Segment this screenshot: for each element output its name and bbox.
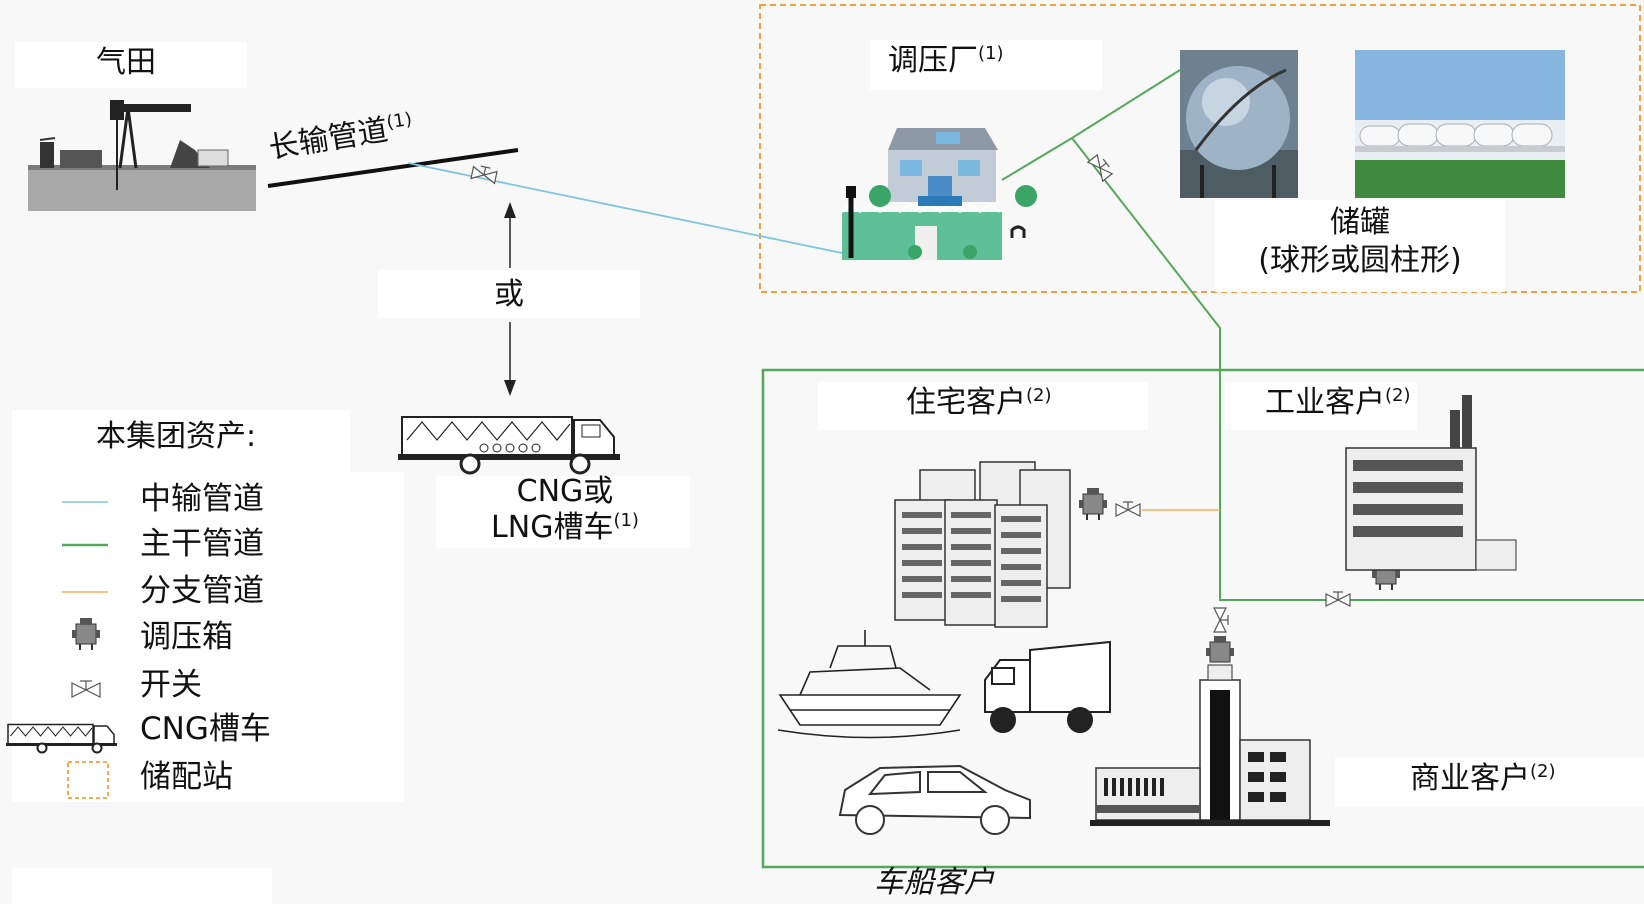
valve-icon <box>1086 153 1114 183</box>
commercial-text: 商业客户 <box>1410 761 1530 796</box>
legend-title: 本集团资产: <box>96 419 257 454</box>
note-marker: (2) <box>1530 761 1556 782</box>
regulator-box-icon <box>1079 488 1107 520</box>
industrial-customer-label: 工业客户(2) <box>1265 385 1411 421</box>
vehicle-vessel-customer-label: 车船客户 <box>874 865 994 900</box>
industrial-text: 工业客户 <box>1265 385 1385 420</box>
cng-lng-line1: CNG或 <box>516 474 614 509</box>
industrial-factory-illustration <box>1345 395 1517 571</box>
legend-valve-icon <box>71 680 101 698</box>
legend-item-valve: 开关 <box>140 667 202 703</box>
delivery-van-illustration <box>984 640 1111 733</box>
legend-item-regulator-box: 调压箱 <box>140 619 233 655</box>
residential-customer-label: 住宅客户(2) <box>906 385 1052 421</box>
legend-storage-station-symbol <box>67 761 109 799</box>
pressure-regulation-plant-illustration <box>841 128 1037 260</box>
legend-item-cng-truck: CNG槽车 <box>140 711 271 747</box>
cng-lng-line2: LNG槽车 <box>491 510 614 545</box>
commercial-customer-label: 商业客户(2) <box>1410 761 1556 797</box>
note-marker: (1) <box>384 108 414 134</box>
residential-text: 住宅客户 <box>906 385 1026 420</box>
commercial-building-illustration <box>1090 664 1330 826</box>
valve-icon <box>1325 591 1351 607</box>
gas-field-illustration <box>28 100 256 211</box>
customer-area-boundary <box>761 368 1644 869</box>
storage-station-boundary <box>759 4 1641 293</box>
pressure-plant-label: 调压厂(1) <box>888 43 1004 79</box>
legend-regulator-box-icon <box>72 618 100 650</box>
storage-tank-line2: (球形或圆柱形) <box>1258 242 1462 278</box>
storage-tank-label: 储罐 (球形或圆柱形) <box>1230 204 1490 279</box>
cng-truck-illustration <box>398 416 620 475</box>
legend-item-trunk-pipeline: 主干管道 <box>140 526 264 562</box>
legend-item-medium-pipeline: 中输管道 <box>140 481 264 517</box>
valve-icon <box>1213 607 1229 633</box>
legend-item-branch-pipeline: 分支管道 <box>140 573 264 609</box>
valve-icon <box>1115 501 1141 517</box>
regulator-box-icon <box>1206 636 1234 663</box>
trunk-pipeline-line-down <box>1071 137 1644 601</box>
legend-cng-truck-icon <box>6 723 117 754</box>
spherical-tank-photo <box>1180 50 1298 198</box>
storage-tank-line1: 储罐 <box>1330 205 1390 240</box>
valve-icon <box>470 165 498 185</box>
gas-field-label: 气田 <box>96 45 156 80</box>
cylindrical-tanks-photo <box>1355 50 1565 198</box>
note-marker: (2) <box>1385 385 1411 406</box>
note-marker: (1) <box>613 510 639 531</box>
note-marker: (1) <box>978 43 1004 64</box>
pressure-plant-text: 调压厂 <box>888 43 978 78</box>
note-marker: (2) <box>1026 385 1052 406</box>
ship-illustration <box>777 630 962 739</box>
legend-item-storage-station: 储配站 <box>140 759 233 795</box>
medium-pipeline-segment <box>407 162 843 254</box>
car-illustration <box>838 764 1031 835</box>
cng-lng-truck-label: CNG或 LNG槽车(1) <box>440 474 690 546</box>
alternative-or-label: 或 <box>494 277 524 312</box>
residential-buildings-illustration <box>894 461 1071 628</box>
long-distance-pipeline-line <box>267 148 519 188</box>
